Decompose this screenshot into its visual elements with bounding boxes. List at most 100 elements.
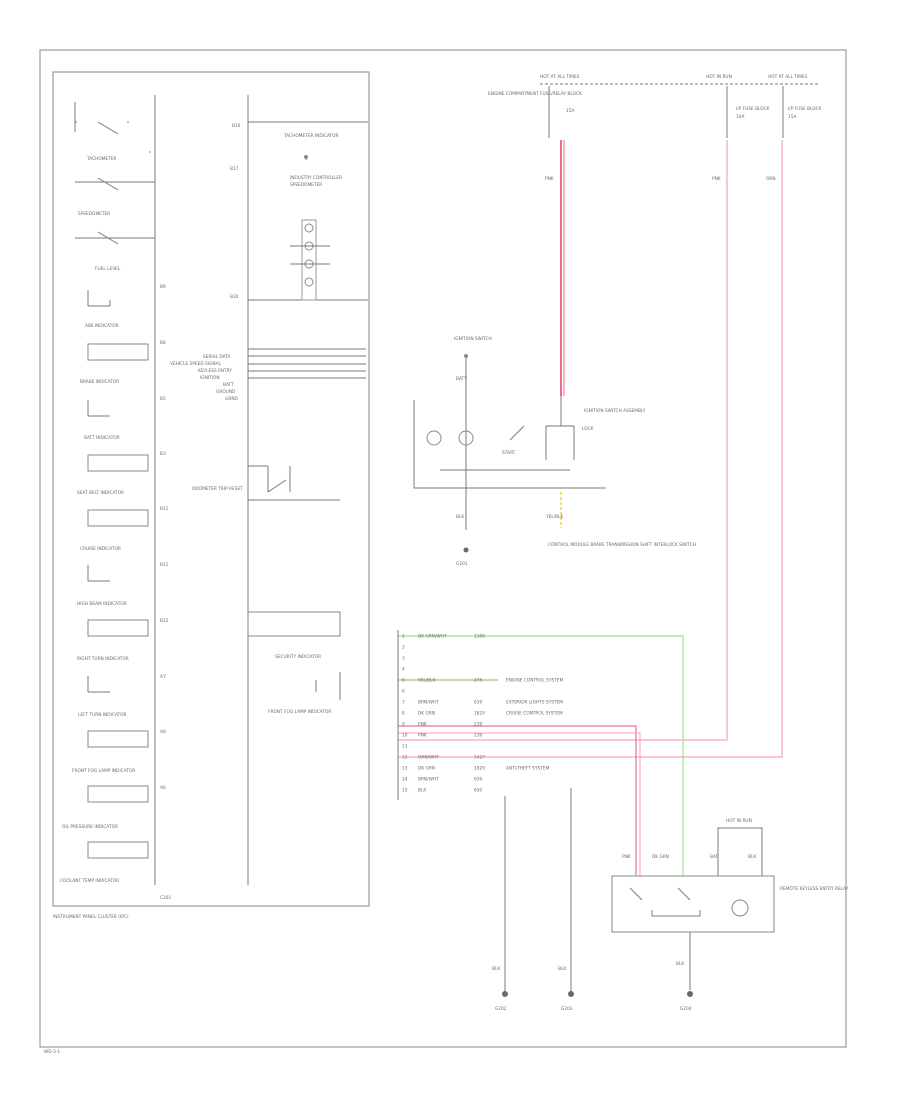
connector-pin: 2 (402, 645, 405, 651)
relay-pin-label: DK GRN (652, 854, 669, 860)
cluster-pin: B11 (160, 506, 169, 512)
fuse-block-label: I/P FUSE BLOCK (736, 106, 770, 112)
bus-label: VEHICLE SPEED SIGNAL (170, 361, 222, 367)
connector-wire-color: ORN/WHT (418, 755, 440, 761)
connector-pin: 3 (402, 656, 405, 662)
bus-label: KEYLESS ENTRY (198, 368, 232, 374)
fog-indicator-label: FRONT FOG LAMP INDICATOR (268, 709, 331, 715)
connector-wire-color: BRN/WHT (418, 777, 439, 783)
lamp-icon (87, 841, 149, 859)
ignition-top-label: IGNITION SWITCH (454, 336, 492, 342)
connector-destination: EXTERIOR LIGHTS SYSTEM (506, 700, 563, 706)
lamp-icon (87, 785, 149, 803)
fuse-block-label: I/P FUSE BLOCK (788, 106, 822, 112)
indicator-label: BATT INDICATOR (84, 435, 120, 441)
lamp-icon (87, 343, 149, 361)
coil-icon (731, 899, 749, 917)
gauge-icon (304, 155, 308, 159)
indicator-label: SPEEDOMETER (78, 211, 110, 217)
ignition-center-label: START (502, 450, 516, 456)
connector-wire-color: DK GRN (418, 711, 435, 717)
cluster-pin: B5 (160, 396, 166, 402)
connector-pin: 5 (402, 678, 405, 684)
cluster-pin: B9 (160, 284, 166, 290)
lamp-icon (87, 565, 110, 582)
connector-dot-icon (464, 354, 468, 358)
pink-wire (398, 140, 728, 741)
cluster-pin: A7 (160, 674, 166, 680)
cluster-corner-code: C201 (160, 895, 171, 901)
security-indicator-label: SECURITY INDICATOR (275, 654, 321, 660)
connector-pin: 6 (402, 689, 405, 695)
power-feed: HOT AT ALL TIMES HOT IN RUN HOT AT ALL T… (488, 74, 822, 182)
ground-label: G204 (680, 1006, 692, 1012)
connector-circuit: 239 (474, 733, 482, 739)
indicator-label: SEAT BELT INDICATOR (77, 490, 124, 496)
indicator-label: CRUISE INDICATOR (80, 546, 121, 552)
connector-pin: 7 (402, 700, 405, 706)
ground-icon (568, 991, 574, 997)
indicator-list: TACHOMETER SPEEDOMETER FUEL LEVEL ABS IN… (60, 102, 155, 884)
ignition-yellow-wire-label: YEL/BLK (545, 514, 564, 520)
connector-pin: 15 (402, 788, 408, 794)
relay-pin-label: PNK (622, 854, 631, 860)
lamp-icon (87, 676, 110, 693)
connector-wire-color: DK GRN/WHT (418, 634, 447, 640)
diagram-frame (39, 49, 847, 1048)
ground-icon (463, 547, 469, 553)
gauge-stack-icon (290, 219, 330, 301)
fuse-block-label: ENGINE COMPARTMENT FUSE/RELAY BLOCK (488, 91, 582, 97)
indicator-label: LEFT TURN INDICATOR (78, 712, 127, 718)
cluster-pin: B8 (160, 340, 166, 346)
connector-pin: 4 (402, 667, 405, 673)
ground-wire-label: BLK (558, 966, 566, 972)
bus-label: BATT (223, 382, 234, 388)
pink-wire (398, 732, 641, 876)
connector-pin: 12 (402, 755, 408, 761)
lamp-icon (315, 672, 341, 700)
connector-circuit: 1300 (474, 634, 485, 640)
lamp-icon (458, 430, 474, 446)
lamp-icon (87, 730, 149, 748)
bus-label: SERIAL DATA (203, 354, 231, 360)
indicator-label: TACHOMETER (86, 156, 117, 162)
cluster-pin: B3 (160, 451, 166, 457)
relay-wire-label: BLK (676, 961, 684, 967)
connector-circuit: 1829 (474, 766, 485, 772)
connector-circuit: 1427 (474, 755, 485, 761)
footer-code: WD-3-1 (44, 1049, 60, 1055)
bus-label: GRND (225, 396, 239, 402)
connector-destination: CRUISE CONTROL SYSTEM (506, 711, 563, 717)
connector-destination: ENGINE CONTROL SYSTEM (506, 678, 564, 684)
cluster-pin: B20 (230, 294, 239, 300)
odometer-switch-label: ODOMETER TRIP RESET (192, 486, 243, 492)
connector-pin: 9 (402, 722, 405, 728)
indicator-label: FUEL LEVEL (95, 266, 121, 272)
lamp-icon (87, 619, 149, 637)
indicator-label: FRONT FOG LAMP INDICATOR (72, 768, 135, 774)
connector-pin: 1 (402, 634, 405, 640)
relay-top-label: HOT IN RUN (726, 818, 752, 824)
connector-destination: ANTI-THEFT SYSTEM (506, 766, 550, 772)
ignition-pin-label: BATT (456, 376, 467, 382)
switch-icon (509, 425, 525, 441)
contact-icon (545, 425, 575, 460)
cluster-pin: B17 (230, 166, 239, 172)
ground-label: G203 (561, 1006, 573, 1012)
bus-label: IGNITION (200, 375, 220, 381)
connector-wire-color: PNK (418, 722, 427, 728)
connector-pin: 11 (402, 744, 408, 750)
fuse-rating: 15A (566, 108, 574, 114)
module-label: INDUSTRY CONTROLLER (290, 175, 342, 181)
relay-pin-label: BLK (748, 854, 756, 860)
instrument-panel-cluster: C201 INSTRUMENT PANEL CLUSTER (IPC) B10 … (52, 71, 370, 920)
ground-wire-label: BLK (492, 966, 500, 972)
keyless-entry-relay: HOT IN RUN PNK DK GRN BAT BLK REMOTE KEY… (611, 818, 849, 990)
cluster-pin: B11 (160, 562, 169, 568)
connector-pin: 10 (402, 733, 408, 739)
wire-color-label: ORN (766, 176, 776, 182)
ground-points: BLK BLK G202 G203 G204 (492, 788, 693, 1012)
switch-icon (248, 465, 340, 501)
connector-wire-color: BRN/WHT (418, 700, 439, 706)
